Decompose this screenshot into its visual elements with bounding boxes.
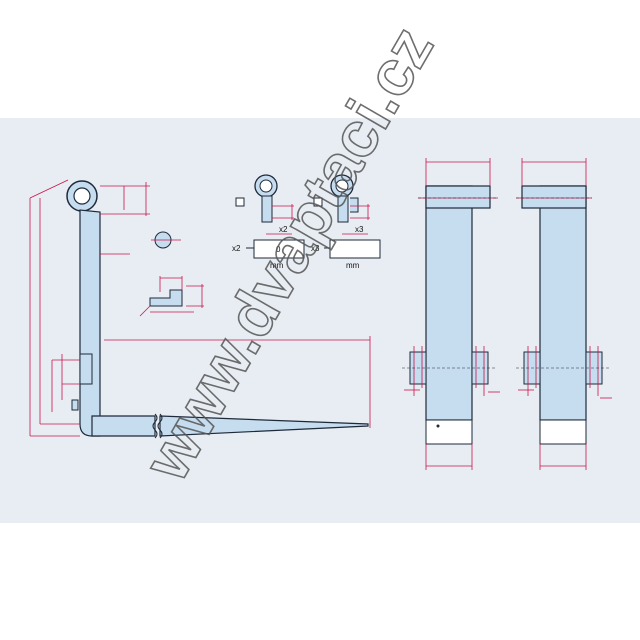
value-box-2-unit: mm: [346, 261, 360, 270]
value-box-multiplier-x2: x2: [232, 244, 241, 253]
fork-hook-ring-hole: [73, 187, 91, 205]
value-box-1-unit: mm: [270, 261, 284, 270]
fork-front-view-left: [402, 158, 500, 470]
fork-blade: [91, 415, 156, 437]
ring-detail-x2: x2: [235, 174, 294, 235]
value-box-multiplier-x3: x3: [311, 244, 320, 253]
multiplier-x2-label: x2: [279, 225, 288, 234]
pin-cross-section: [151, 231, 181, 249]
fork-lock-pin: [71, 399, 79, 411]
blade-cross-section: [139, 276, 204, 317]
fork-break-mark: [152, 413, 163, 439]
value-box-2: [329, 239, 381, 259]
fork-shank: [79, 209, 101, 437]
value-box-group-2: x3 mm: [311, 239, 381, 270]
value-box-group-1: x2 0 mm: [232, 239, 305, 270]
fork-front-view-right: [516, 158, 612, 470]
fork-lower-hook: [79, 353, 93, 385]
fork-side-view: [29, 179, 371, 439]
ring-detail-x3: x3: [313, 174, 370, 235]
value-box-1: [253, 239, 305, 259]
fork-side-dimensions: [29, 179, 371, 437]
multiplier-x3-label: x3: [355, 225, 364, 234]
value-box-1-value: 0: [276, 245, 281, 254]
